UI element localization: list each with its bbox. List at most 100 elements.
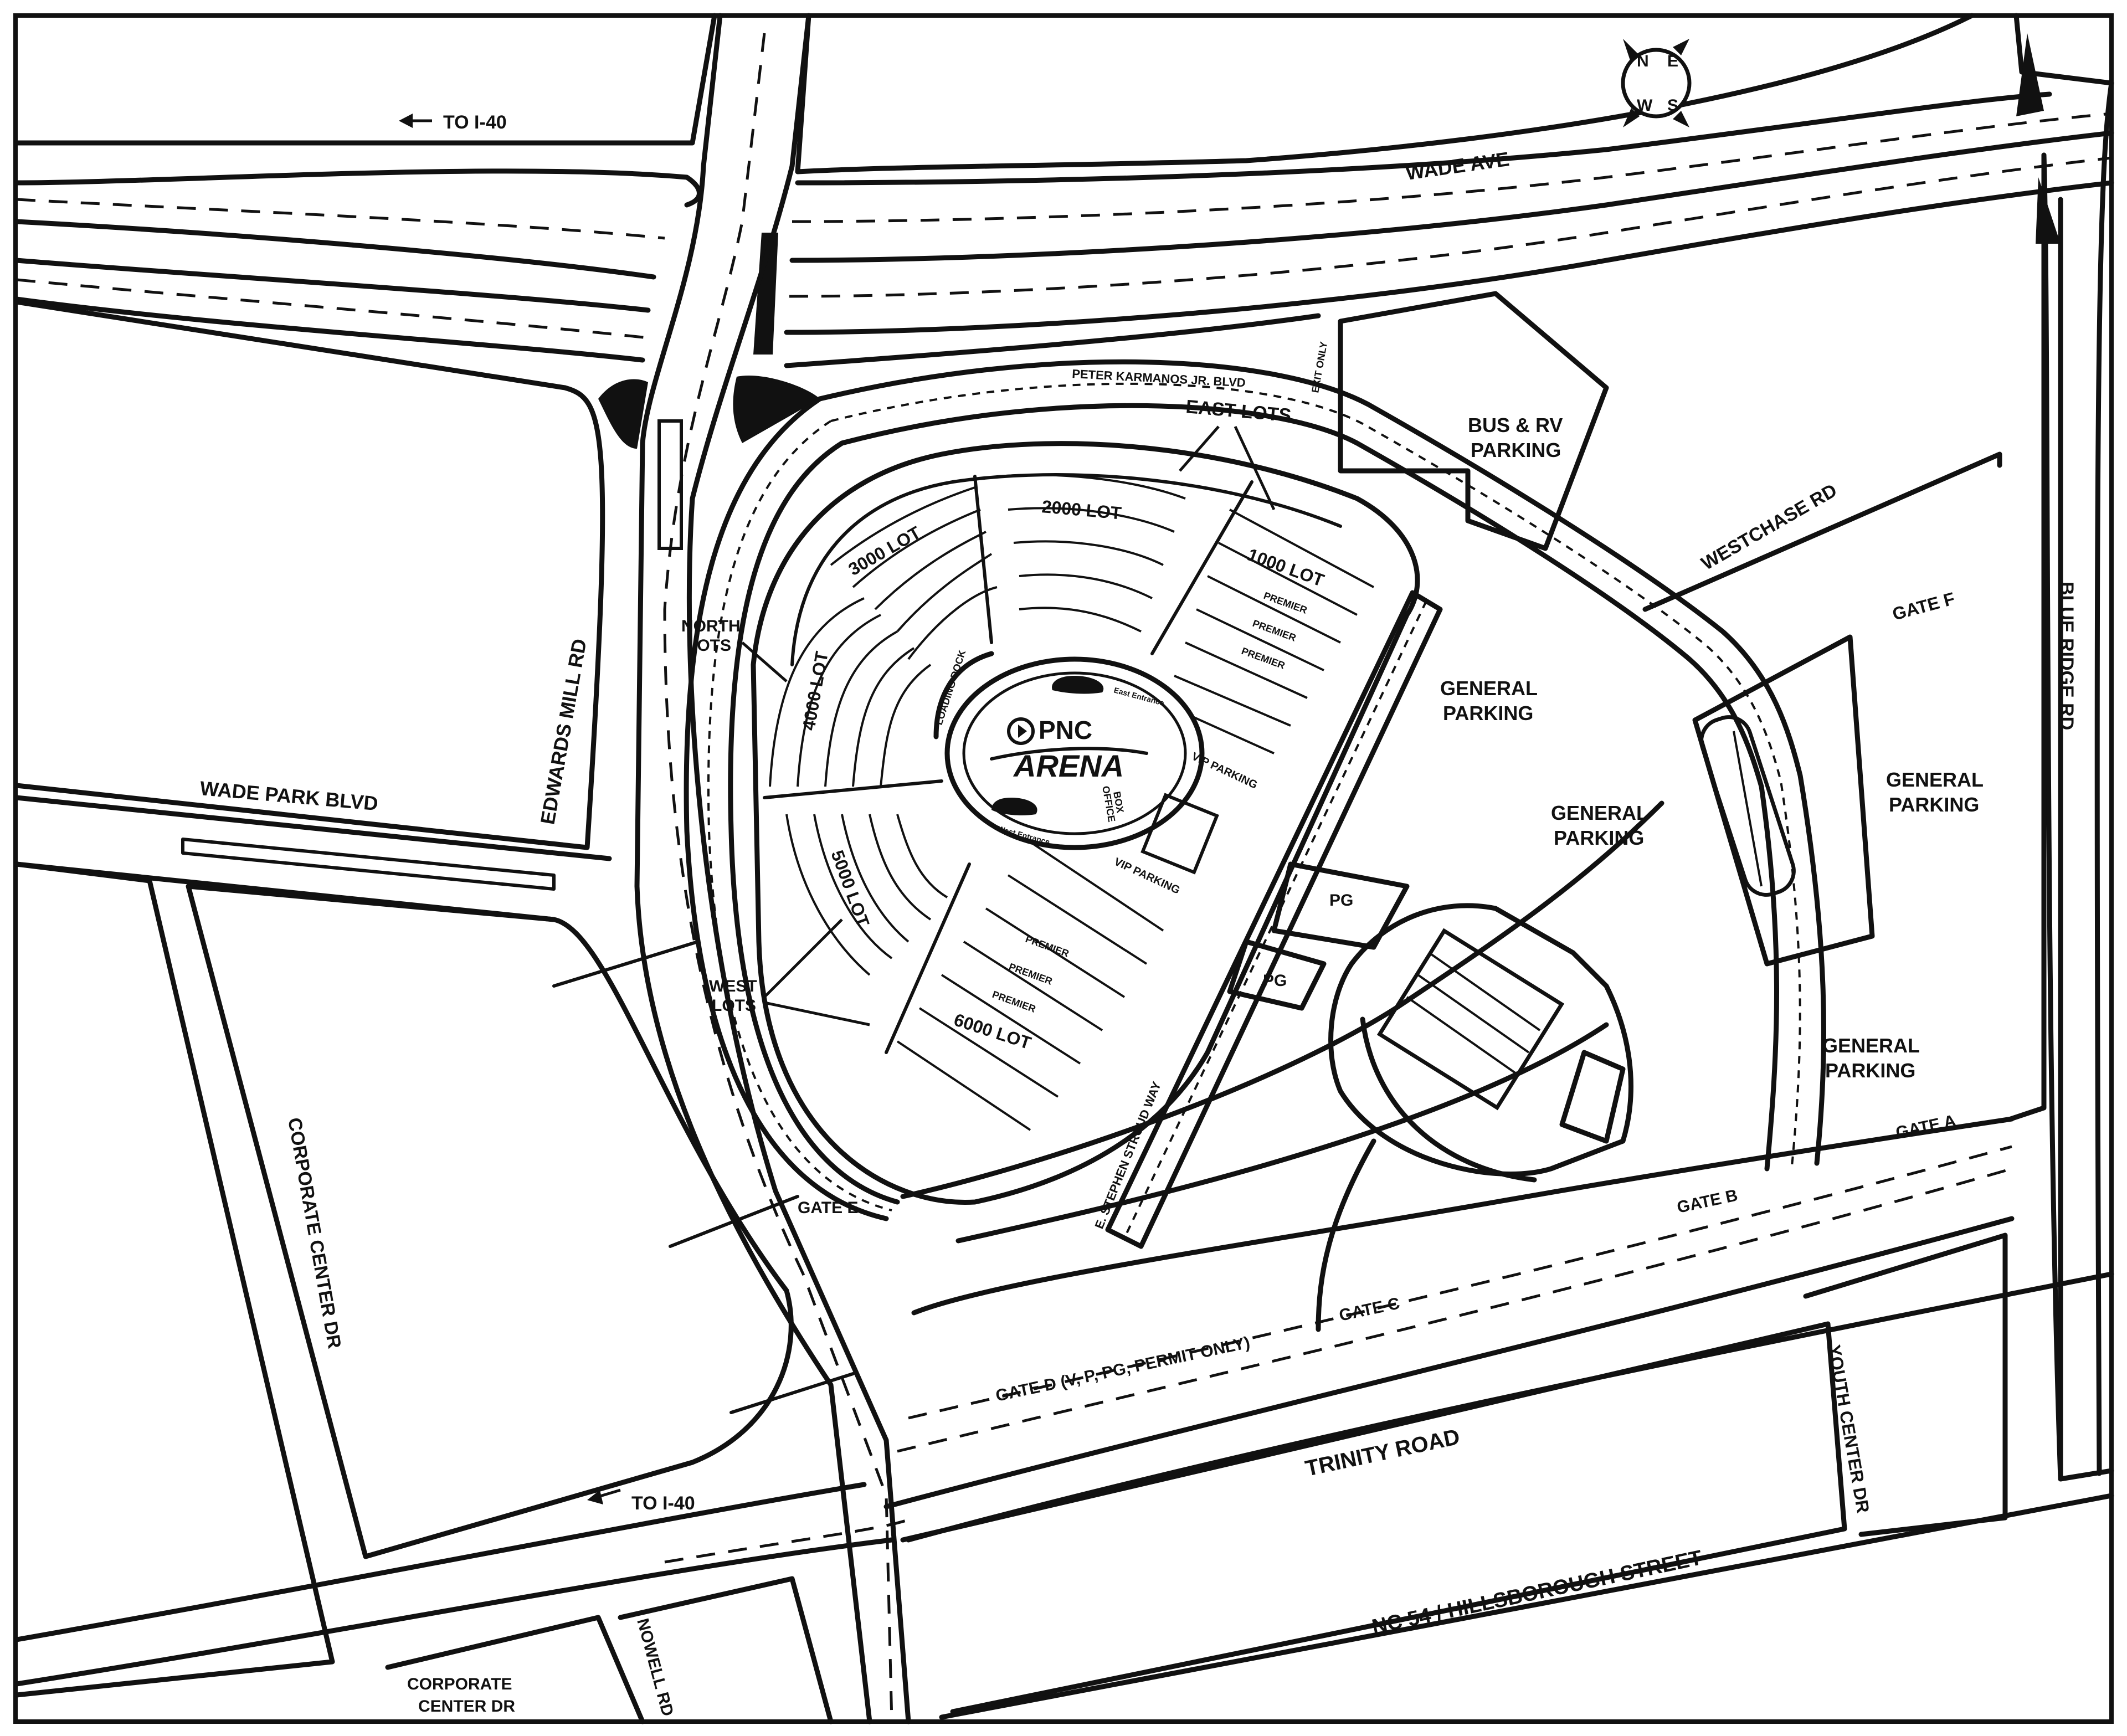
row-6000-7: [1029, 841, 1164, 932]
ramp-lane-1: [14, 219, 656, 280]
karmanos-north-edge: [784, 313, 1321, 368]
road-label-corporate-bottom-1: CORPORATE: [407, 1675, 512, 1693]
west-lots-arrow-2: [764, 1001, 870, 1026]
lot-label-north-1: NORTH: [681, 617, 741, 635]
median-island-1: [753, 233, 778, 355]
block-nowell: [618, 1576, 834, 1724]
row-2000-1: [996, 474, 1186, 500]
compass-arrow-ne: [1673, 39, 1689, 55]
east-lot-building-lines: [1733, 731, 1763, 887]
nc54-south-left: [14, 1537, 895, 1687]
wade-park-median: [181, 838, 556, 891]
compass-west: W: [1637, 96, 1653, 115]
row-1000-5: [1185, 641, 1308, 699]
crosswalk-south: [729, 1372, 855, 1414]
wade-center: [789, 130, 2114, 263]
to-i40-bottom-arrowhead: [587, 1490, 603, 1504]
loop-outer-north: [817, 359, 1826, 1166]
wade-park-blvd: [14, 795, 612, 922]
gate-label-e: GATE E: [798, 1199, 858, 1217]
lot-label-general-4b: PARKING: [1825, 1059, 1915, 1082]
lot-label-bus-rv-1: BUS & RV: [1468, 414, 1563, 436]
lot-label-general-2a: GENERAL: [1551, 802, 1648, 824]
gate-d-access: [955, 1022, 1609, 1244]
lot-label-general-1a: GENERAL: [1440, 677, 1538, 700]
lot-label-west-1: WEST: [709, 977, 757, 995]
lot-label-bus-rv-2: PARKING: [1471, 439, 1561, 461]
loop-inner-north: [839, 403, 1779, 1172]
divider-west: [763, 779, 943, 799]
east-lot-building: [1699, 715, 1796, 897]
divider-east: [1150, 480, 1253, 655]
row-6000-4: [963, 941, 1103, 1031]
pnc-logo-word: ARENA: [1013, 748, 1124, 783]
compass: N E S W: [1621, 39, 1692, 127]
lot-label-general-1b: PARKING: [1443, 702, 1533, 725]
row-6000-2: [918, 1007, 1059, 1098]
stadium: [1328, 903, 1633, 1183]
parking-rows: [763, 474, 1374, 1131]
lot-label-pg-upper: PG: [1329, 891, 1353, 910]
field-line-1: [1417, 974, 1530, 1054]
row-1000-1: [1229, 509, 1374, 588]
ramp-lane-2: [14, 258, 651, 313]
edwards-mill-corridor: [552, 13, 911, 1724]
wade-dash-north: [792, 112, 2112, 223]
row-5000-1: [785, 814, 871, 976]
city-blocks: [14, 13, 2114, 1724]
edwards-mill-west-edge: [634, 13, 872, 1724]
compass-arrow-sw: [1623, 108, 1640, 127]
block-top-right: [2013, 13, 2114, 86]
east-entrance-marker: [1052, 676, 1104, 694]
lot-label-north-2: LOTS: [687, 636, 731, 655]
north-lots-arrow: [741, 641, 788, 682]
crosswalk-north: [552, 940, 700, 988]
ramp-lane-3: [14, 296, 645, 363]
west-lots-arrow-1: [763, 918, 843, 998]
east-general-parcel-inner: [1692, 634, 1875, 967]
row-3000-2: [852, 509, 981, 588]
block-corporate: [186, 884, 794, 1559]
stadium-outline: [1328, 903, 1633, 1177]
pg-lot-upper: [1271, 861, 1410, 950]
small-structures: [1140, 715, 1796, 1011]
stadium-endzone: [1559, 1050, 1626, 1144]
row-6000-3: [941, 974, 1081, 1065]
diagonal-service-road: [1105, 590, 1443, 1249]
blue-ridge-island-2: [2036, 177, 2061, 244]
row-4000-4: [852, 647, 915, 787]
road-label-to-i40-bottom: TO I-40: [631, 1493, 695, 1514]
box-office-structure: [1140, 793, 1219, 875]
ramp-north-edge: [14, 168, 702, 208]
east-lots-arrow-2: [1234, 425, 1276, 511]
pnc-logo-brand: PNC: [1039, 716, 1092, 744]
arrows: [399, 114, 1276, 1504]
to-i40-top-arrowhead: [399, 114, 413, 128]
lot-label-pg-lower: PG: [1263, 972, 1287, 990]
block-youth: [1803, 1232, 2008, 1537]
lot-label-west-2: LOTS: [712, 997, 756, 1015]
blue-ridge-rd: [2016, 33, 2114, 1482]
block-bottom-left: [385, 1615, 645, 1724]
row-3000-3: [874, 531, 987, 610]
compass-south: S: [1667, 96, 1678, 115]
block-left-mid: [14, 299, 605, 850]
loop-outer-west: [684, 396, 889, 1221]
arena-inner: [962, 671, 1187, 835]
stadium-outer-ring: [1360, 1016, 1537, 1183]
ramp-dash-1: [16, 198, 665, 240]
trinity-south-edge: [883, 1216, 2015, 1509]
block-top-left: [14, 13, 717, 146]
compass-rose-icon: [1621, 48, 1692, 119]
nc54-north-right: [906, 1271, 2114, 1543]
edwards-mill-centerline: [663, 33, 893, 1722]
pg-lot-lower: [1227, 939, 1327, 1011]
row-1000-2: [1218, 542, 1358, 616]
row-4000-1: [769, 597, 865, 787]
trinity-lane-1: [908, 1145, 2012, 1420]
blue-ridge-west: [2041, 152, 2063, 1482]
field-line-2: [1406, 996, 1519, 1076]
lot-label-general-2b: PARKING: [1554, 826, 1644, 849]
wade-park-north: [14, 795, 612, 861]
